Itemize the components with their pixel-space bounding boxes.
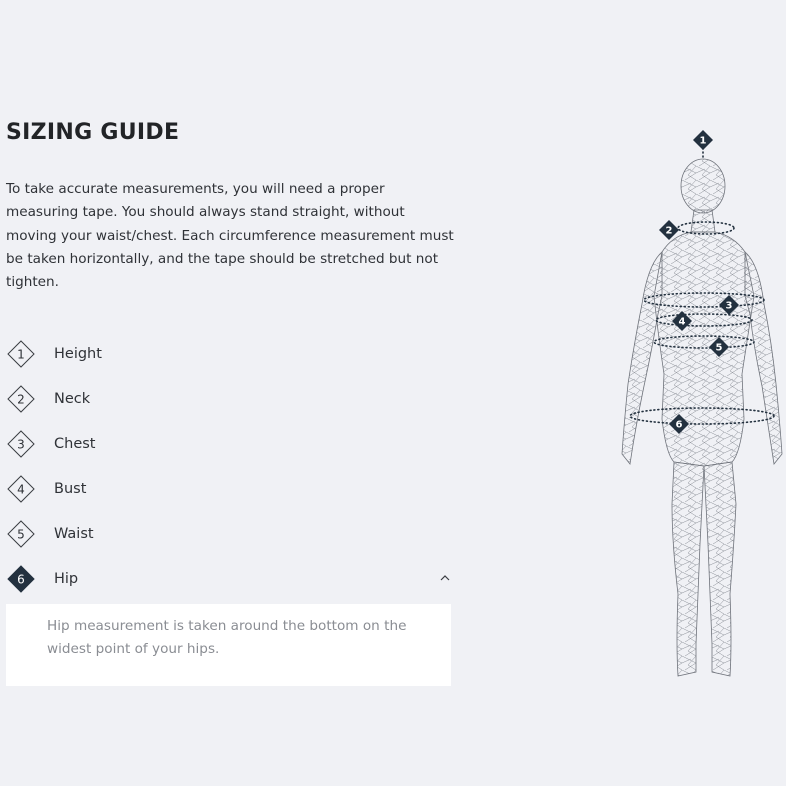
measurement-item-bust[interactable]: 4 Bust [0, 467, 460, 512]
figure-markers: 1 2 3 4 5 [659, 130, 739, 434]
chevron-up-icon[interactable] [438, 570, 452, 584]
body-figure: 1 2 3 4 5 [612, 124, 784, 690]
marker-6: 6 [669, 414, 689, 434]
measurement-item-height[interactable]: 1 Height [0, 332, 460, 377]
hip-description: Hip measurement is taken around the bott… [47, 618, 407, 657]
hip-line [629, 407, 775, 425]
page-title: SIZING GUIDE [6, 120, 180, 145]
svg-text:5: 5 [716, 343, 723, 354]
body-silhouette [621, 158, 783, 677]
svg-text:5: 5 [17, 528, 25, 542]
diamond-number-icon: 5 [7, 520, 35, 548]
measurement-item-chest[interactable]: 3 Chest [0, 422, 460, 467]
body-mesh-illustration: 1 2 3 4 5 [621, 130, 783, 677]
waist-line [653, 335, 755, 349]
measurement-item-neck[interactable]: 2 Neck [0, 377, 460, 422]
measurement-label: Hip [54, 571, 79, 587]
chest-line [643, 292, 765, 308]
measurement-label: Height [54, 346, 102, 362]
svg-text:6: 6 [676, 420, 683, 431]
measurement-label: Waist [54, 526, 94, 542]
svg-text:1: 1 [700, 136, 707, 147]
diamond-number-icon: 3 [7, 430, 35, 458]
diamond-number-icon: 4 [7, 475, 35, 503]
measurement-lines [629, 147, 775, 425]
marker-2: 2 [659, 220, 679, 240]
marker-4: 4 [672, 311, 692, 331]
measurement-label: Chest [54, 436, 96, 452]
svg-text:3: 3 [726, 301, 733, 312]
neck-line [677, 221, 735, 235]
svg-text:3: 3 [17, 438, 25, 452]
measurement-label: Neck [54, 391, 91, 407]
diamond-number-icon: 1 [7, 340, 35, 368]
svg-text:2: 2 [666, 226, 673, 237]
intro-text: To take accurate measurements, you will … [6, 181, 454, 291]
marker-3: 3 [719, 295, 739, 315]
measurement-item-waist[interactable]: 5 Waist [0, 512, 460, 557]
marker-1: 1 [693, 130, 713, 150]
svg-text:4: 4 [679, 317, 686, 328]
diamond-number-icon: 2 [7, 385, 35, 413]
marker-5: 5 [709, 337, 729, 357]
svg-text:2: 2 [17, 393, 25, 407]
measurement-list: 1 Height 2 Neck 3 Chest 4 Bust 5 Wa [0, 332, 460, 602]
measurement-item-hip[interactable]: 6 Hip [0, 557, 460, 602]
svg-text:4: 4 [17, 483, 25, 497]
diamond-number-icon: 6 [7, 565, 35, 593]
bust-line [655, 313, 753, 327]
svg-text:6: 6 [17, 573, 25, 587]
svg-text:1: 1 [17, 348, 25, 362]
measurement-label: Bust [54, 481, 87, 497]
hip-description-panel: Hip measurement is taken around the bott… [6, 604, 451, 686]
